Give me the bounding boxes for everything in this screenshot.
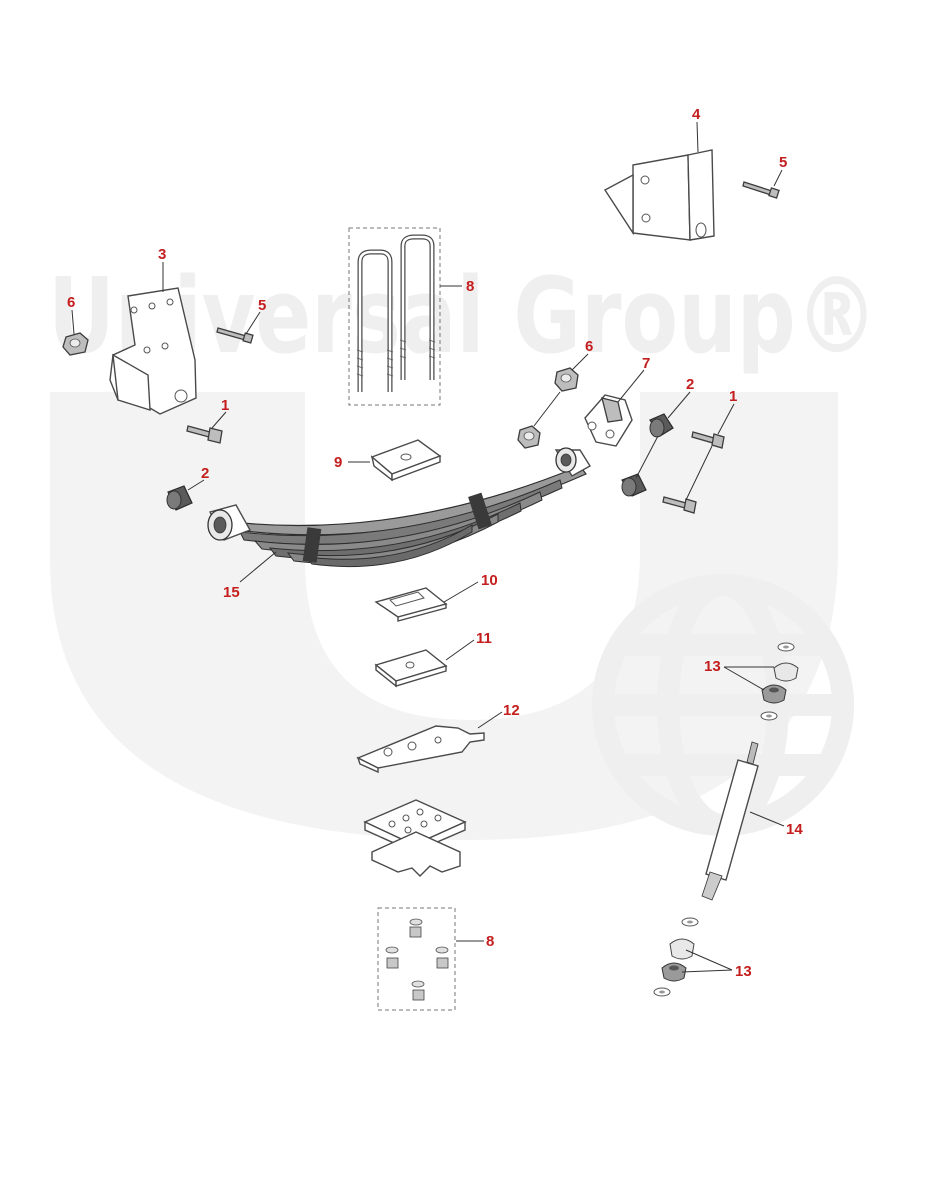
- part-6-nut: [62, 332, 89, 356]
- leader-lines: [71, 121, 785, 973]
- callout-4: 4: [692, 106, 701, 123]
- watermark: Universal Group®: [48, 255, 878, 840]
- part-13-shock-bushings-top: [760, 642, 799, 721]
- part-8-nuts-washers: [377, 907, 456, 1011]
- part-13-shock-bushings-bottom: [653, 917, 699, 997]
- part-15-leaf-spring: [207, 447, 591, 568]
- watermark-u-shape: [50, 392, 838, 840]
- callout-6: 6: [67, 294, 75, 311]
- callout-11: 11: [476, 630, 492, 647]
- part-9-spring-seat: [370, 439, 442, 482]
- callout-5: 5: [779, 154, 787, 171]
- part-8-u-bolts: [348, 227, 441, 406]
- part-5-bolt: [742, 181, 780, 199]
- part-2-bushing: [166, 485, 193, 511]
- callout-5: 5: [258, 297, 266, 314]
- callout-12: 12: [503, 702, 520, 719]
- callout-9: 9: [334, 454, 342, 471]
- part-4-frame-bracket: [603, 149, 715, 241]
- part-1-bolts: [662, 431, 725, 514]
- callout-1: 1: [729, 388, 737, 405]
- axle-seat: [363, 799, 467, 877]
- callout-7: 7: [642, 355, 650, 372]
- callout-14: 14: [786, 821, 803, 838]
- callout-2: 2: [201, 465, 209, 482]
- part-14-shock-absorber: [701, 741, 759, 901]
- callout-3: 3: [158, 246, 166, 263]
- callouts: 4 5 3 6 5 8 6 7 2 1 1 9 2 15 10 11 13 12…: [67, 106, 803, 980]
- callout-8: 8: [466, 278, 474, 295]
- part-5-bolt: [216, 327, 254, 344]
- part-3-hanger-bracket: [109, 287, 197, 415]
- part-11-plate: [374, 649, 448, 688]
- callout-6: 6: [585, 338, 593, 355]
- part-7-shackle: [584, 394, 633, 447]
- callout-13: 13: [704, 658, 721, 675]
- part-2-bushings: [621, 413, 674, 497]
- callout-10: 10: [481, 572, 498, 589]
- callout-13: 13: [735, 963, 752, 980]
- callout-1: 1: [221, 397, 229, 414]
- part-10-shim: [374, 587, 448, 622]
- callout-8: 8: [486, 933, 494, 950]
- callout-2: 2: [686, 376, 694, 393]
- part-1-bolt: [186, 425, 223, 444]
- callout-15: 15: [223, 584, 240, 601]
- part-6-nuts: [517, 367, 579, 449]
- part-12-bracket-plate: [356, 725, 485, 774]
